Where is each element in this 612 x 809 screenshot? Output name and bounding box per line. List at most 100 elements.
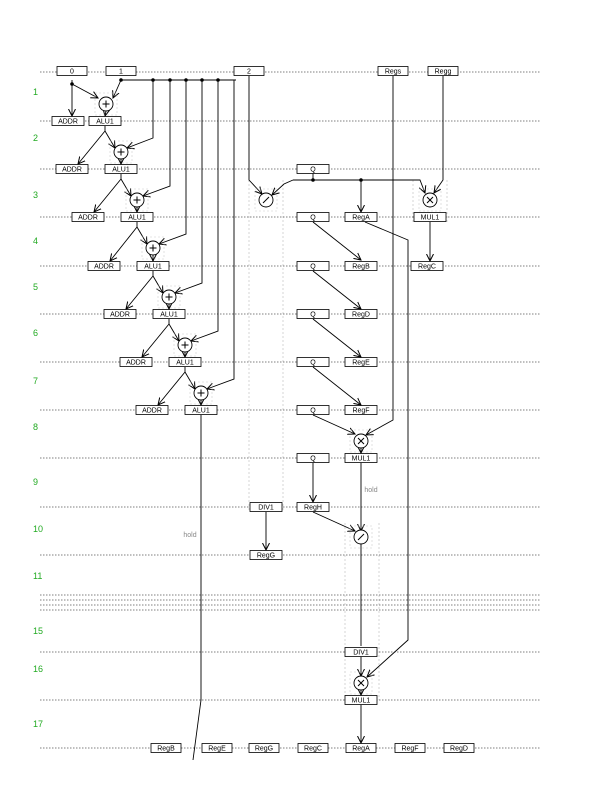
q-junction — [311, 178, 315, 182]
mul-op-2-slot — [349, 429, 373, 453]
q-to-reg-4 — [312, 221, 361, 260]
mul-op-3-b — [357, 679, 365, 687]
addr-1-label: ADDR — [58, 119, 78, 126]
alu1-2-box — [104, 164, 138, 174]
mul-op-1-b — [426, 196, 434, 204]
regh-9-box — [296, 502, 330, 512]
alu1-1-box — [88, 116, 122, 126]
regc-4-label: RegC — [418, 264, 436, 271]
alu1-7-box — [184, 405, 218, 415]
alu1-3-box — [120, 212, 154, 222]
plus-operator-icon — [109, 140, 133, 164]
step-label: 4 — [33, 236, 38, 246]
output-reg-2-box — [201, 743, 233, 753]
add-to-alu-1 — [105, 111, 106, 116]
q-reg-9-box — [296, 453, 330, 463]
addr-3-label: ADDR — [78, 215, 98, 222]
alu-to-addr-2 — [78, 126, 106, 164]
alu-add-2-slot — [109, 140, 133, 164]
alu-add-7-slot — [189, 381, 213, 405]
mul1-3-box — [413, 212, 447, 222]
reg-8-box — [344, 405, 378, 415]
input-2-label: 2 — [247, 69, 251, 76]
regg-10-box — [249, 550, 283, 560]
mul1-8-label: MUL1 — [352, 456, 371, 463]
addr-4-box — [87, 261, 121, 271]
broadcast-junction — [200, 78, 204, 82]
step-label: 6 — [33, 328, 38, 338]
addr-6-box — [119, 357, 153, 367]
alu1-4-label: ALU1 — [144, 264, 162, 271]
reg-6-box — [344, 309, 378, 319]
alu-add-6-slot — [173, 333, 197, 357]
mul1-8-box — [344, 453, 378, 463]
alu-to-out-regb — [192, 415, 202, 761]
step-label: 16 — [33, 664, 43, 674]
q-to-mul-bus — [293, 179, 425, 193]
q-reg-4-box — [296, 212, 330, 222]
q-to-reg-7 — [312, 366, 361, 405]
addr-2-label: ADDR — [62, 167, 82, 174]
q-junction-2 — [359, 178, 363, 182]
input-1-label: 1 — [119, 69, 123, 76]
alu-add-4-slot — [141, 236, 165, 260]
step-label: 10 — [33, 524, 43, 534]
step-label: 2 — [33, 133, 38, 143]
hold-note-right: hold — [364, 487, 377, 494]
output-reg-4-box — [297, 743, 329, 753]
mul1-16-box — [344, 695, 378, 705]
alu1-5-box — [152, 309, 186, 319]
addr-5-box — [103, 309, 137, 319]
plus-operator-icon — [94, 92, 118, 116]
regg-10-label: RegG — [257, 553, 275, 560]
alu-to-add-4 — [136, 226, 147, 244]
plus-operator-icon — [125, 188, 149, 212]
addr-7-label: ADDR — [142, 408, 162, 415]
alu-to-add-2 — [104, 130, 115, 148]
output-reg-5-box — [345, 743, 377, 753]
alu1-6-box — [168, 357, 202, 367]
q-reg-3-label: Q — [310, 167, 316, 174]
output-reg-3-label: RegG — [255, 746, 273, 753]
step-label: 17 — [33, 719, 43, 729]
times-operator-icon — [418, 188, 442, 212]
input-regg-box — [427, 66, 459, 76]
hold-note-left: hold — [183, 532, 196, 539]
output-reg-5-label: RegA — [352, 746, 370, 753]
q-reg-7-label: Q — [310, 360, 316, 367]
regg-to-mul — [434, 76, 444, 193]
alu-to-addr-5 — [126, 271, 154, 309]
alu1-5-label: ALU1 — [160, 312, 178, 319]
mul-op-1-slot — [418, 188, 442, 212]
const-to-add-2 — [127, 80, 154, 148]
q-reg-8-box — [296, 405, 330, 415]
addr-6-label: ADDR — [126, 360, 146, 367]
input-2-to-div — [248, 76, 262, 194]
reg-4-label: RegA — [352, 215, 370, 222]
alu1-4-box — [136, 261, 170, 271]
regh-9-label: RegH — [304, 505, 322, 512]
reg-8-label: RegF — [352, 408, 369, 415]
addr-3-box — [71, 212, 105, 222]
reg-7-box — [344, 357, 378, 367]
reg-5-box — [344, 261, 378, 271]
step-label: 8 — [33, 422, 38, 432]
alu1-2-label: ALU1 — [112, 167, 130, 174]
addr-1-box — [51, 116, 85, 126]
input-0-to-add1 — [71, 83, 98, 98]
output-reg-4-label: RegC — [304, 746, 322, 753]
mul1-3-label: MUL1 — [421, 215, 440, 222]
q-reg-5-label: Q — [310, 264, 316, 271]
q-to-mul2 — [312, 414, 355, 434]
output-reg-3-box — [248, 743, 280, 753]
mul1-16-label: MUL1 — [352, 698, 371, 705]
plus-operator-icon — [189, 381, 213, 405]
plus-operator-icon — [173, 333, 197, 357]
const-to-add-4 — [159, 80, 187, 244]
alu-add-5-slot — [157, 285, 181, 309]
div-op-1-slot — [254, 188, 278, 212]
alu-to-add-7 — [184, 371, 195, 389]
alu-to-add-6 — [168, 323, 179, 341]
alu-to-addr-6 — [142, 319, 170, 357]
